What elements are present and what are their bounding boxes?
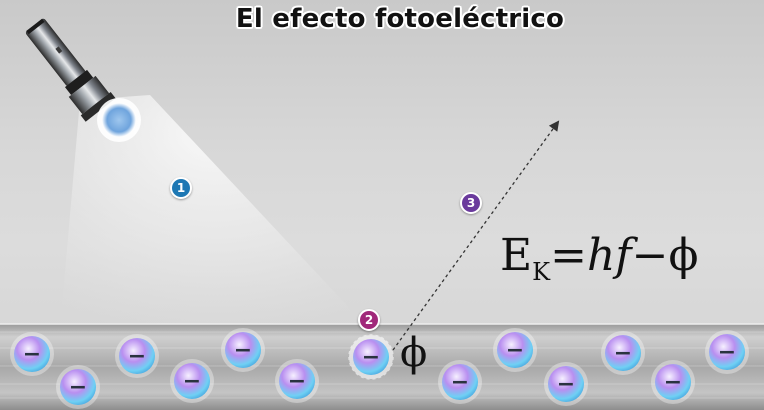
electron-sign: − [664, 370, 682, 395]
electron-sign: − [718, 340, 736, 365]
light-beam [60, 95, 370, 330]
electron-sign: − [362, 345, 380, 370]
step-marker-3: 3 [460, 192, 482, 214]
einstein-equation: EK=hf−ϕ [500, 230, 699, 286]
electron: − [601, 331, 645, 375]
electron-sign: − [451, 370, 469, 395]
formula-energy: E [500, 230, 533, 281]
formula-hf: hf [586, 230, 632, 281]
electron-sign: − [557, 372, 575, 397]
electron: − [56, 365, 100, 409]
electron: − [544, 362, 588, 406]
electron: − [221, 328, 265, 372]
electron-sign: − [23, 342, 41, 367]
electron: − [115, 334, 159, 378]
electrons-group: − − − − − − − − − − − − − [10, 328, 749, 409]
electron: − [10, 332, 54, 376]
electron-sign: − [288, 369, 306, 394]
step-marker-2: 2 [358, 309, 380, 331]
electron-sign: − [128, 344, 146, 369]
electron-sign: − [506, 338, 524, 363]
electron: − [275, 359, 319, 403]
electron-sign: − [614, 341, 632, 366]
electron: − [705, 330, 749, 374]
dashed-arrow-icon [392, 120, 560, 351]
formula-minus: − [631, 230, 669, 281]
formula-subscript: K [532, 258, 551, 286]
electron-sign: − [69, 375, 87, 400]
step-marker-1: 1 [170, 177, 192, 199]
electron: − [438, 360, 482, 404]
flashlight-icon [25, 18, 116, 122]
formula-phi: ϕ [668, 230, 699, 281]
electron-sign: − [234, 338, 252, 363]
electron: − [493, 328, 537, 372]
formula-equals: = [550, 230, 587, 281]
electron-sign: − [183, 369, 201, 394]
bulb-glow [102, 103, 136, 137]
work-function-label: ϕ [400, 330, 428, 376]
electron: − [170, 359, 214, 403]
ejected-electron: − [348, 334, 394, 380]
page-title: El efecto fotoeléctrico [235, 4, 565, 34]
electron: − [651, 360, 695, 404]
